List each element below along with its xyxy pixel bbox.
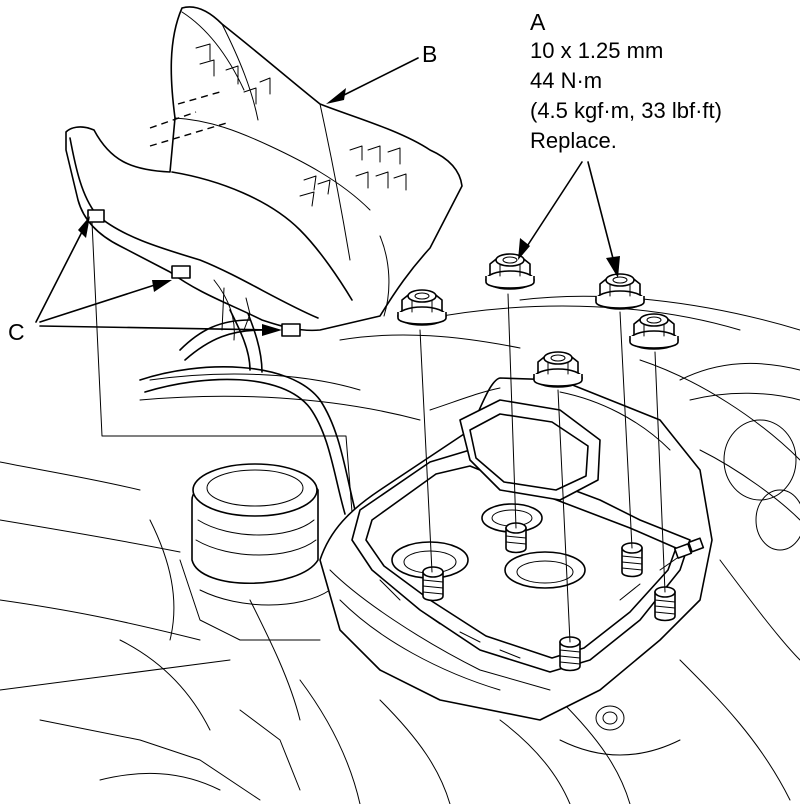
labels: A 10 x 1.25 mm 44 N·m (4.5 kgf·m, 33 lbf… bbox=[8, 9, 722, 345]
clip-1 bbox=[87, 209, 105, 223]
spec-torque: 44 N·m bbox=[530, 68, 602, 93]
flange-nut-3 bbox=[595, 273, 645, 310]
clip-2 bbox=[171, 265, 191, 279]
spec-note: Replace. bbox=[530, 128, 617, 153]
arrow-a2-head bbox=[606, 256, 620, 278]
callout-arrows bbox=[35, 57, 620, 336]
label-b: B bbox=[422, 41, 437, 67]
mount-studs bbox=[422, 522, 676, 672]
stud-2 bbox=[422, 566, 444, 602]
clip-bracket-lines bbox=[91, 221, 353, 513]
flange-nuts bbox=[397, 253, 679, 388]
mount-cover bbox=[65, 6, 463, 341]
flange-nut-2 bbox=[485, 253, 535, 290]
spec-torque-alt: (4.5 kgf·m, 33 lbf·ft) bbox=[530, 98, 722, 123]
engine-bay-structure bbox=[0, 295, 800, 805]
flange-nut-1 bbox=[397, 289, 447, 326]
arrow-c3-head bbox=[262, 324, 282, 336]
arrow-a1-head bbox=[518, 238, 530, 260]
arrow-c1-head bbox=[78, 216, 90, 238]
alignment-lines bbox=[419, 293, 666, 643]
label-a: A bbox=[530, 9, 546, 35]
arrow-b-head bbox=[326, 88, 346, 104]
arrow-c2-head bbox=[152, 280, 172, 292]
flange-nut-4 bbox=[629, 313, 679, 350]
left-engine-mount bbox=[149, 463, 331, 641]
clip-3 bbox=[281, 323, 301, 337]
spec-thread: 10 x 1.25 mm bbox=[530, 38, 663, 63]
flange-nut-5 bbox=[533, 351, 583, 388]
label-c: C bbox=[8, 319, 25, 345]
